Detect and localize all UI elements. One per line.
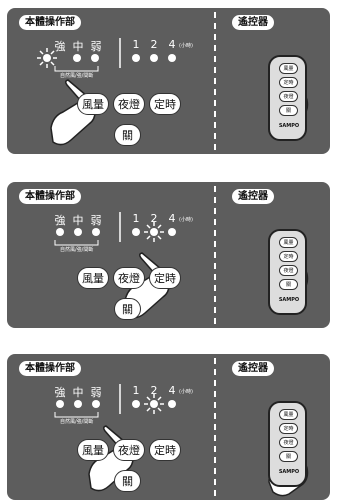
speed-medium-indicator	[73, 54, 81, 62]
wind-button[interactable]: 風量	[77, 439, 109, 461]
timer-label-4: 4	[168, 38, 176, 51]
timer-label-1: 1	[132, 384, 140, 397]
night-light-button[interactable]: 夜燈	[113, 267, 145, 289]
timer-label-1: 1	[132, 212, 140, 225]
timer-unit-label: (小時)	[179, 389, 193, 395]
night-light-button[interactable]: 夜燈	[113, 439, 145, 461]
speed-label-strong: 強	[54, 386, 66, 399]
remote-timer-button[interactable]: 定時	[279, 251, 298, 262]
speed-label-medium: 中	[72, 386, 84, 399]
remote-off-button[interactable]: 關	[279, 105, 298, 116]
speed-weak-indicator	[92, 400, 100, 408]
timer-4-indicator	[168, 54, 176, 62]
night-light-button[interactable]: 夜燈	[113, 93, 145, 115]
timer-label-2: 2	[150, 384, 158, 397]
timer-label-1: 1	[132, 38, 140, 51]
speed-label-weak: 弱	[90, 386, 102, 399]
remote-night-button[interactable]: 夜燈	[279, 265, 298, 276]
brand-logo: SAMPO	[278, 123, 300, 129]
brand-logo: SAMPO	[278, 297, 300, 303]
active-glow-icon	[37, 48, 57, 68]
speed-label-strong: 強	[54, 214, 66, 227]
speed-strong-indicator	[56, 228, 64, 236]
speed-label-medium: 中	[72, 40, 84, 53]
remote-title: 遙控器	[232, 361, 274, 376]
remote-off-button[interactable]: 關	[279, 279, 298, 290]
speed-bracket	[54, 66, 99, 72]
timer-2-indicator	[150, 400, 158, 408]
timer-4-indicator	[168, 400, 176, 408]
panel-2: 本體操作部 遙控器 強 中 弱 自然風/強/間斷 1 2 4 (小時) 風量 夜…	[7, 182, 330, 328]
speed-label-medium: 中	[72, 214, 84, 227]
off-button[interactable]: 關	[114, 470, 141, 492]
speed-mode-caption: 自然風/強/間斷	[60, 247, 94, 253]
wind-button[interactable]: 風量	[77, 267, 109, 289]
remote-title: 遙控器	[232, 15, 274, 30]
speed-label-weak: 弱	[90, 214, 102, 227]
speed-medium-indicator	[74, 400, 82, 408]
remote-timer-button[interactable]: 定時	[279, 423, 298, 434]
remote-title: 遙控器	[232, 189, 274, 204]
timer-unit-label: (小時)	[179, 43, 193, 49]
timer-4-indicator	[168, 228, 176, 236]
remote-night-button[interactable]: 夜燈	[279, 91, 298, 102]
speed-medium-indicator	[74, 228, 82, 236]
timer-label-4: 4	[168, 384, 176, 397]
speed-bracket	[54, 240, 99, 246]
timer-label-2: 2	[150, 212, 158, 225]
remote-wind-button[interactable]: 風量	[279, 409, 298, 420]
active-glow-icon	[144, 222, 164, 242]
remote-control: 風量 定時 夜燈 關 SAMPO	[268, 401, 307, 487]
remote-wind-button[interactable]: 風量	[279, 237, 298, 248]
timer-2-indicator	[150, 228, 158, 236]
speed-strong-indicator	[56, 400, 64, 408]
speed-weak-indicator	[92, 228, 100, 236]
speed-label-weak: 弱	[90, 40, 102, 53]
panel-3: 本體操作部 遙控器 強 中 弱 自然風/強/間斷 1 2 4 (小時) 風量 夜…	[7, 354, 330, 500]
timer-button[interactable]: 定時	[149, 267, 181, 289]
off-button[interactable]: 關	[114, 298, 141, 320]
body-controls-title: 本體操作部	[19, 361, 81, 376]
speed-strong-indicator	[43, 54, 51, 62]
body-controls-title: 本體操作部	[19, 189, 81, 204]
remote-wind-button[interactable]: 風量	[279, 63, 298, 74]
remote-control: 風量 定時 夜燈 關 SAMPO	[268, 55, 307, 141]
timer-1-indicator	[132, 400, 140, 408]
off-button[interactable]: 關	[114, 124, 141, 146]
body-controls-title: 本體操作部	[19, 15, 81, 30]
active-glow-icon	[144, 394, 164, 414]
remote-control: 風量 定時 夜燈 關 SAMPO	[268, 229, 307, 315]
timer-1-indicator	[132, 228, 140, 236]
remote-night-button[interactable]: 夜燈	[279, 437, 298, 448]
speed-label-strong: 強	[54, 40, 66, 53]
wind-button[interactable]: 風量	[77, 93, 109, 115]
timer-label-4: 4	[168, 212, 176, 225]
timer-label-2: 2	[150, 38, 158, 51]
timer-1-indicator	[132, 54, 140, 62]
timer-2-indicator	[150, 54, 158, 62]
timer-button[interactable]: 定時	[149, 439, 181, 461]
speed-mode-caption: 自然風/強/間斷	[60, 73, 94, 79]
brand-logo: SAMPO	[278, 469, 300, 475]
speed-weak-indicator	[91, 54, 99, 62]
timer-button[interactable]: 定時	[149, 93, 181, 115]
timer-unit-label: (小時)	[179, 217, 193, 223]
remote-timer-button[interactable]: 定時	[279, 77, 298, 88]
speed-mode-caption: 自然風/強/間斷	[60, 419, 94, 425]
speed-bracket	[54, 412, 99, 418]
panel-1: 本體操作部 遙控器 強 中 弱 自然風/強/間斷 1 2 4 (小時) 風量 夜…	[7, 8, 330, 154]
remote-off-button[interactable]: 關	[279, 451, 298, 462]
